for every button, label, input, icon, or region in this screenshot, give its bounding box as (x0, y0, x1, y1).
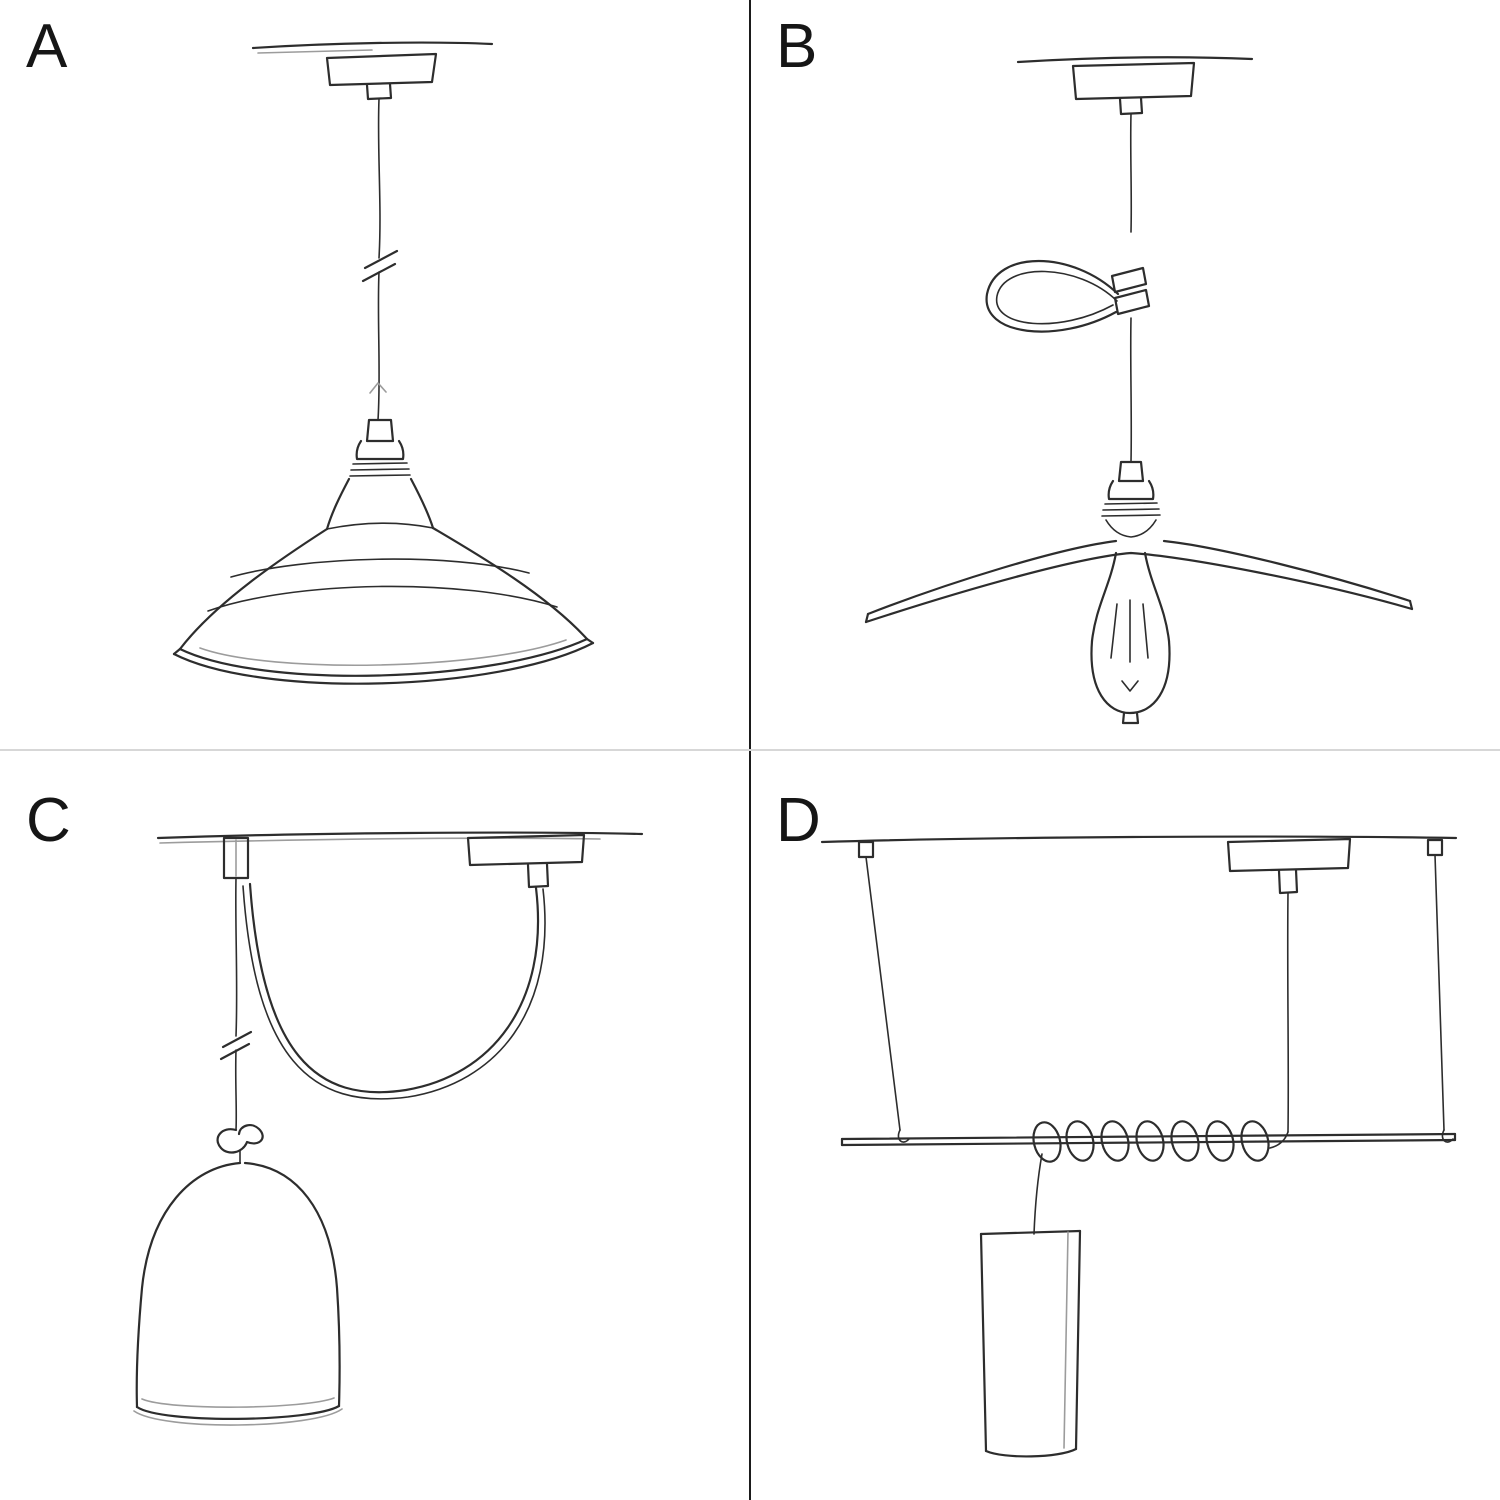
bulb-filament (1110, 603, 1118, 659)
pendant-cord (1129, 113, 1133, 463)
panel-c: C (0, 750, 750, 1500)
cord-length-chevron-icon (369, 382, 387, 394)
strap-clip-loop (985, 259, 1151, 333)
swag-cord-ceiling-hook-bell-shade-sketch (133, 831, 644, 1426)
panel-b: B (750, 0, 1500, 750)
panel-d: D (750, 750, 1500, 1500)
pendant-cord (361, 98, 399, 421)
panel-a-label: A (26, 12, 69, 81)
lamp-holder (349, 418, 411, 477)
suspended-bar-coiled-cord-tube-shade-sketch (820, 835, 1458, 1458)
pendant-cord-strap-clip-flat-shade-bulb-sketch (864, 56, 1414, 725)
lamp-holder (1101, 460, 1161, 538)
panel-d-label: D (776, 786, 822, 855)
ceiling-rose (1226, 837, 1352, 895)
industrial-bowl-shade (172, 477, 595, 685)
suspension-wires (857, 838, 1454, 1143)
panel-a: A (0, 0, 750, 750)
pendant-cord (1269, 892, 1290, 1149)
flat-plate-shade (864, 539, 1414, 624)
pendant-cord-industrial-bowl-shade-sketch (172, 41, 595, 685)
tube-shade (979, 1229, 1082, 1458)
edison-bulb (1090, 551, 1171, 725)
bell-shade (133, 1161, 343, 1426)
ceiling-rose (466, 833, 586, 889)
swag-cord (242, 882, 546, 1100)
drop-cord (219, 877, 253, 1131)
panel-b-label: B (776, 12, 819, 81)
ceiling-hook (222, 836, 250, 880)
ceiling-line (820, 835, 1458, 844)
panel-c-label: C (26, 786, 72, 855)
cord-knot (216, 1124, 264, 1163)
horizontal-divider (0, 749, 1500, 751)
ceiling-mount (251, 41, 494, 101)
coiled-cord (1032, 1120, 1270, 1235)
horizontal-bar (840, 1132, 1457, 1147)
ceiling-mount (1016, 56, 1254, 116)
